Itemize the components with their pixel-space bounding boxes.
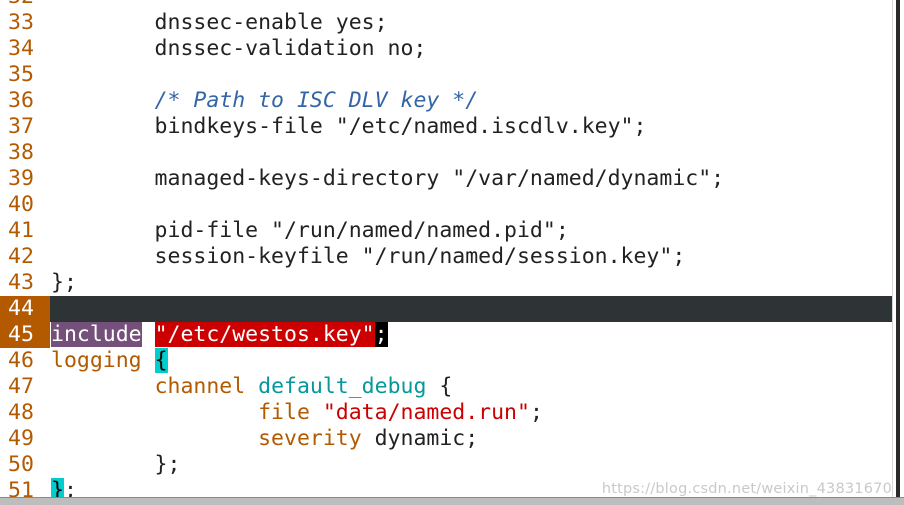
- watermark-text: https://blog.csdn.net/weixin_43831670: [601, 481, 892, 497]
- code-line-40[interactable]: 40: [0, 192, 904, 218]
- code-tail: {: [426, 374, 453, 399]
- code-line-33[interactable]: 33 dnssec-enable yes;: [0, 10, 904, 36]
- error-highlight-string: "/etc/westos.key": [154, 322, 375, 347]
- line-text: managed-keys-directory "/var/named/dynam…: [51, 166, 725, 191]
- semicolon: ;: [374, 322, 388, 347]
- code-line-34[interactable]: 34 dnssec-validation no;: [0, 36, 904, 62]
- matching-brace: }: [51, 478, 64, 503]
- line-text: bindkeys-file "/etc/named.iscdlv.key";: [51, 114, 647, 139]
- line-number: 44: [0, 296, 50, 322]
- code-line-44-cursor[interactable]: 44: [0, 296, 904, 322]
- line-text: dnssec-validation no;: [51, 36, 427, 61]
- line-number: 48: [8, 400, 34, 425]
- line-number: 38: [8, 140, 34, 165]
- indent: [51, 374, 155, 399]
- code-line-37[interactable]: 37 bindkeys-file "/etc/named.iscdlv.key"…: [0, 114, 904, 140]
- line-text: };: [51, 452, 181, 477]
- code-line-50[interactable]: 50 };: [0, 452, 904, 478]
- line-text: /* Path to ISC DLV key */: [51, 88, 479, 114]
- line-number: 36: [8, 88, 34, 113]
- code-line-38[interactable]: 38: [0, 140, 904, 166]
- code-line-36[interactable]: 36 /* Path to ISC DLV key */: [0, 88, 904, 114]
- code-line-43[interactable]: 43 };: [0, 270, 904, 296]
- indent: [51, 426, 258, 451]
- code-line-48[interactable]: 48 file "data/named.run";: [0, 400, 904, 426]
- line-number: 46: [8, 348, 34, 373]
- code-keyword: severity: [258, 426, 362, 451]
- line-text: session-keyfile "/run/named/session.key"…: [51, 244, 686, 269]
- code-line-46[interactable]: 46 logging {: [0, 348, 904, 374]
- line-number: 43: [8, 270, 34, 295]
- line-number: 37: [8, 114, 34, 139]
- code-comment: /* Path to ISC DLV key */: [154, 88, 479, 113]
- code-tail: dynamic;: [361, 426, 479, 451]
- include-keyword: include: [51, 322, 142, 347]
- code-line-49[interactable]: 49 severity dynamic;: [0, 426, 904, 452]
- line-text: file "data/named.run";: [51, 400, 543, 426]
- space: [245, 374, 258, 399]
- line-number: 33: [8, 10, 34, 35]
- line-number: 39: [8, 166, 34, 191]
- line-text: channel default_debug {: [51, 374, 453, 400]
- line-number: 32: [0, 0, 50, 10]
- line-text: };: [51, 270, 77, 295]
- line-text: };: [51, 478, 77, 504]
- code-identifier: default_debug: [258, 374, 427, 399]
- line-number: 34: [8, 36, 34, 61]
- code-line-47[interactable]: 47 channel default_debug {: [0, 374, 904, 400]
- indent: [51, 400, 258, 425]
- code-keyword: file: [258, 400, 310, 425]
- code-line-39[interactable]: 39 managed-keys-directory "/var/named/dy…: [0, 166, 904, 192]
- code-keyword: logging: [51, 348, 142, 373]
- line-number: 42: [8, 244, 34, 269]
- indent: [51, 88, 155, 113]
- code-line-42[interactable]: 42 session-keyfile "/run/named/session.k…: [0, 244, 904, 270]
- code-line-45[interactable]: 45 include "/etc/westos.key";: [0, 322, 904, 348]
- line-number: 50: [8, 452, 34, 477]
- line-number: 49: [8, 426, 34, 451]
- code-line-41[interactable]: 41 pid-file "/run/named/named.pid";: [0, 218, 904, 244]
- code-tail: ;: [529, 400, 543, 425]
- line-number: 35: [8, 62, 34, 87]
- window-right-border: [892, 0, 904, 505]
- line-text: severity dynamic;: [51, 426, 478, 452]
- code-line-32[interactable]: 32: [0, 0, 904, 10]
- line-text: include "/etc/westos.key";: [51, 322, 388, 348]
- line-number: 40: [8, 192, 34, 217]
- line-text: pid-file "/run/named/named.pid";: [51, 218, 569, 243]
- line-number: 41: [8, 218, 34, 243]
- code-tail: ;: [63, 478, 77, 503]
- code-line-35[interactable]: 35: [0, 62, 904, 88]
- line-text: dnssec-enable yes;: [51, 10, 388, 35]
- space: [310, 400, 323, 425]
- code-keyword: channel: [154, 374, 246, 399]
- code-string: "data/named.run": [322, 400, 530, 425]
- line-number: 45: [0, 322, 50, 348]
- line-text: logging {: [51, 348, 168, 374]
- code-line-51[interactable]: 51 };: [0, 478, 904, 504]
- window-bottom-border: [0, 497, 904, 505]
- line-number: 47: [8, 374, 34, 399]
- matching-brace: {: [154, 348, 168, 373]
- space: [142, 348, 155, 373]
